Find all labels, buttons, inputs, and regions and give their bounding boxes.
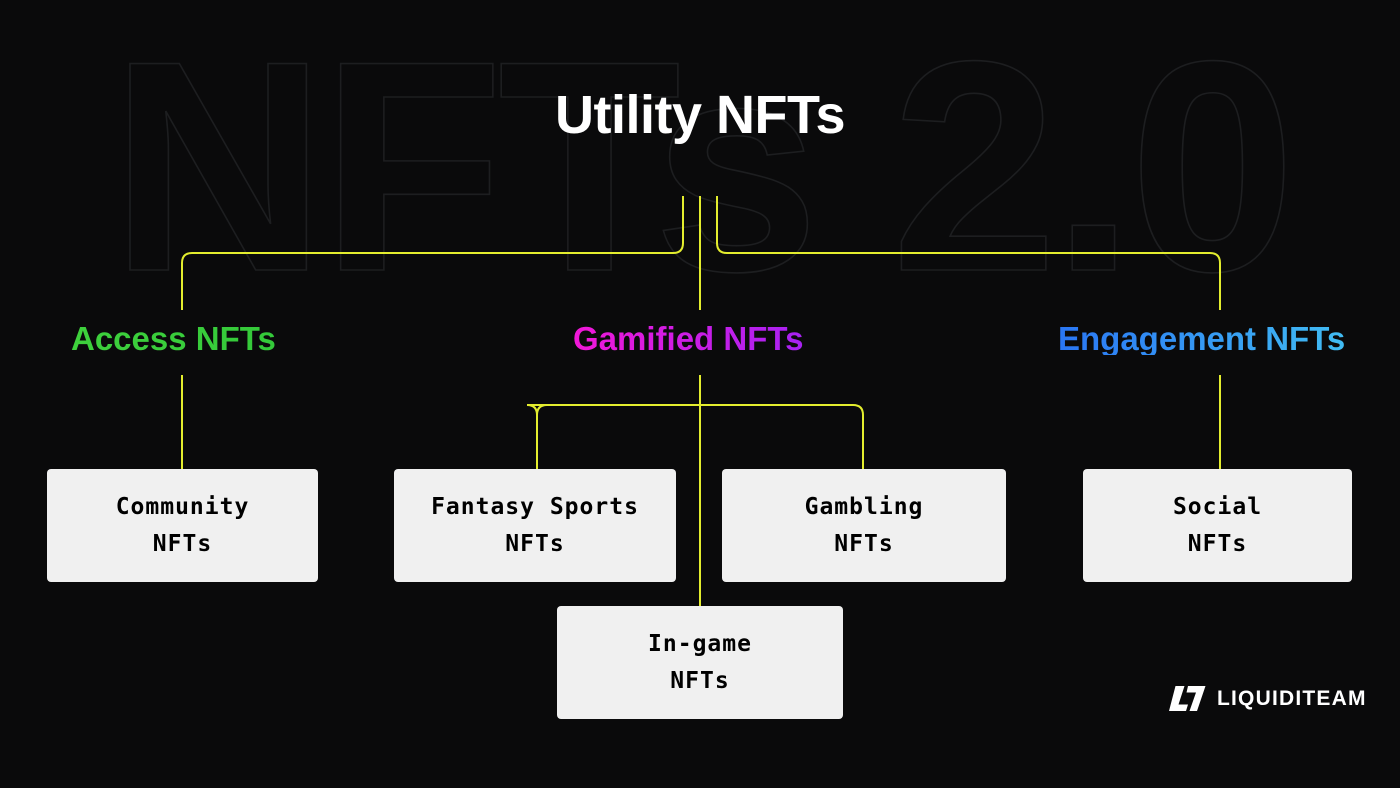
node-box-gambling[interactable]: Gambling NFTs bbox=[722, 469, 1006, 582]
connector-root-to-access bbox=[181, 196, 684, 310]
node-box-line2: NFTs bbox=[152, 530, 213, 557]
node-box-fantasy-sports[interactable]: Fantasy Sports NFTs bbox=[394, 469, 676, 582]
connector-gamified-to-fantasy bbox=[526, 404, 700, 469]
category-label-access[interactable]: Access NFTs bbox=[71, 320, 276, 357]
node-box-social[interactable]: Social NFTs bbox=[1083, 469, 1352, 582]
connector-gamified-branch-right bbox=[700, 404, 864, 469]
category-label-gamified[interactable]: Gamified NFTs bbox=[573, 320, 804, 357]
connector-gamified-branch-left bbox=[536, 404, 700, 469]
node-box-in-game[interactable]: In-game NFTs bbox=[557, 606, 843, 719]
node-box-line1: Gambling bbox=[804, 493, 924, 520]
page-title: Utility NFTs bbox=[555, 85, 846, 145]
brand-logo[interactable]: LIQUIDITEAM bbox=[1166, 686, 1367, 711]
node-box-line1: In-game bbox=[648, 630, 752, 657]
node-box-line2: NFTs bbox=[505, 530, 565, 557]
node-box-community[interactable]: Community NFTs bbox=[47, 469, 318, 582]
category-label-engagement[interactable]: Engagement NFTs bbox=[1058, 320, 1346, 357]
node-box-line1: Community bbox=[115, 493, 250, 520]
watermark-text: NFTs 2.0 bbox=[110, 0, 1290, 334]
connector-root-to-engagement bbox=[716, 196, 1221, 310]
node-box-line2: NFTs bbox=[834, 530, 894, 557]
node-box-line2: NFTs bbox=[670, 667, 730, 694]
node-box-line1: Social bbox=[1172, 493, 1263, 520]
l7-logo-icon bbox=[1169, 686, 1206, 711]
brand-wordmark: LIQUIDITEAM bbox=[1217, 687, 1367, 710]
node-box-line1: Fantasy Sports bbox=[431, 493, 639, 520]
node-box-line2: NFTs bbox=[1187, 530, 1248, 557]
